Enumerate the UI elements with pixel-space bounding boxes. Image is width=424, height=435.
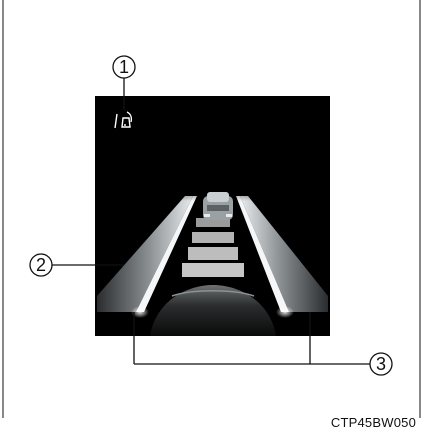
callout-2-label: 2	[36, 255, 46, 275]
callout-1-label: 1	[119, 57, 129, 77]
figure-code: CTP45BW050	[331, 415, 416, 430]
preceding-vehicle	[203, 192, 233, 220]
right-line-end-glow	[276, 306, 294, 318]
callout-3-label: 3	[376, 354, 386, 374]
